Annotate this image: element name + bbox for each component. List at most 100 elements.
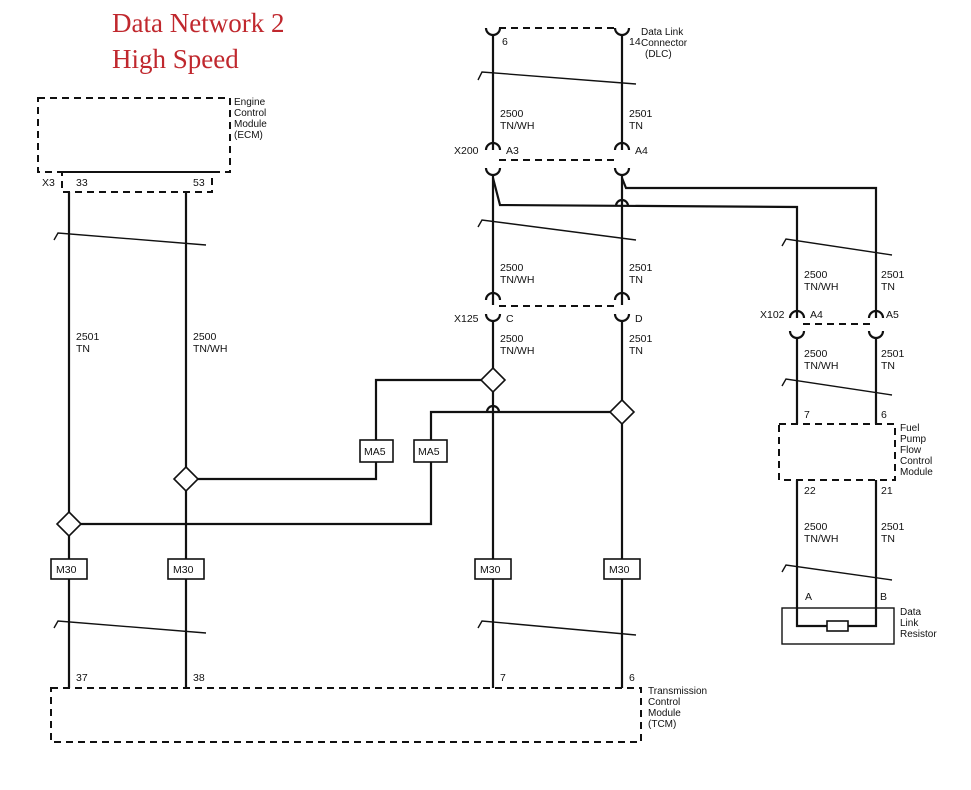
title-line-1: Data Network 2 xyxy=(112,8,284,38)
dlc-pin-6: 6 xyxy=(502,36,508,48)
m30-label-4: M30 xyxy=(609,564,630,576)
x200-pin-a4: A4 xyxy=(635,145,648,157)
m30-label-2: M30 xyxy=(173,564,194,576)
dlc-label-1: Data Link xyxy=(641,27,684,38)
resistor-symbol xyxy=(826,620,849,632)
fpfcm-label-3: Flow xyxy=(900,445,922,456)
x125-label: X125 xyxy=(454,313,479,325)
tcm-label-1: Transmission xyxy=(648,686,707,697)
rb2-wire-b-color: TN xyxy=(881,360,895,372)
rb2-wire-a-circuit: 2500 xyxy=(804,348,828,360)
ma5-label-left: MA5 xyxy=(364,446,386,458)
dlc-wire-b-circuit: 2501 xyxy=(629,108,653,120)
m30-labels: M30 M30 M30 M30 xyxy=(50,558,641,580)
resistor-label-2: Link xyxy=(900,618,919,629)
dlc-connector: 6 14 Data Link Connector (DLC) xyxy=(484,27,688,60)
dlc-label-3: (DLC) xyxy=(645,49,672,60)
fpfcm-label-2: Pump xyxy=(900,434,927,445)
ecm-pin-53: 53 xyxy=(193,177,205,189)
tcm-pin-38: 38 xyxy=(193,672,205,684)
tcm-pin-37: 37 xyxy=(76,672,88,684)
x102-pin-a4: A4 xyxy=(810,309,823,321)
mid-wire-b-color: TN xyxy=(629,274,643,286)
splice-points xyxy=(55,366,636,538)
ecm-wires: 2501 TN 2500 TN/WH xyxy=(53,192,227,688)
ecm-label-3: Module xyxy=(234,119,267,130)
resistor-pin-b: B xyxy=(880,591,887,603)
ma5-labels: MA5 MA5 xyxy=(359,439,448,463)
x125-connector: X125 C D xyxy=(454,291,643,325)
rb-wire-a-circuit: 2500 xyxy=(804,269,828,281)
ecm-label-4: (ECM) xyxy=(234,130,263,141)
right-branch-upper: 2500 TN/WH 2501 TN xyxy=(781,238,905,293)
splice-2500-x125 xyxy=(479,366,507,394)
rb3-wire-a-color: TN/WH xyxy=(804,533,838,545)
dlc-wire-a-color: TN/WH xyxy=(500,120,534,132)
splice-2501-ecm xyxy=(55,510,83,538)
fpfcm-pin-21: 21 xyxy=(881,485,893,497)
fpfcm-label-5: Module xyxy=(900,467,933,478)
splice-2500-ecm xyxy=(172,465,200,493)
x125-wire-b-color: TN xyxy=(629,345,643,357)
x102-connector: X102 A4 A5 xyxy=(760,309,899,340)
tcm-module: 37 38 7 6 Transmission Control Module (T… xyxy=(50,672,707,743)
rb-wire-a-color: TN/WH xyxy=(804,281,838,293)
x125-wire-a-circuit: 2500 xyxy=(500,333,524,345)
ecm-connector-label: X3 xyxy=(42,177,55,189)
x125-wire-b-circuit: 2501 xyxy=(629,333,653,345)
splice-2501-x125 xyxy=(608,398,636,426)
ecm-pin-33: 33 xyxy=(76,177,88,189)
m30-label-1: M30 xyxy=(56,564,77,576)
mid-wires: 2500 TN/WH 2501 TN xyxy=(477,175,878,318)
x200-pin-a3: A3 xyxy=(506,145,519,157)
ecm-wire-a-circuit: 2501 xyxy=(76,331,100,343)
rb-wire-b-color: TN xyxy=(881,281,895,293)
x200-label: X200 xyxy=(454,145,479,157)
resistor-label-1: Data xyxy=(900,607,922,618)
tcm-label-4: (TCM) xyxy=(648,719,676,730)
data-link-resistor: Data Link Resistor xyxy=(781,607,937,645)
tcm-pin-7: 7 xyxy=(500,672,506,684)
x102-label: X102 xyxy=(760,309,785,321)
tcm-label-3: Module xyxy=(648,708,681,719)
right-branch-mid: 2500 TN/WH 2501 TN 7 6 xyxy=(781,338,905,424)
dlc-pin-14: 14 xyxy=(629,36,641,48)
x200-connector: X200 A3 A4 xyxy=(454,141,648,177)
splice-branches xyxy=(81,378,610,526)
fpfcm-pin-7: 7 xyxy=(804,409,810,421)
tcm-pin-6: 6 xyxy=(629,672,635,684)
ecm-label-2: Control xyxy=(234,108,266,119)
fpfcm-pin-6: 6 xyxy=(881,409,887,421)
fpfcm-pin-22: 22 xyxy=(804,485,816,497)
ecm-module: Engine Control Module (ECM) X3 33 53 xyxy=(37,97,267,193)
fpfcm-module: Fuel Pump Flow Control Module 22 21 xyxy=(778,423,933,497)
dlc-label-2: Connector xyxy=(641,38,688,49)
ecm-wire-b-circuit: 2500 xyxy=(193,331,217,343)
rb3-wire-a-circuit: 2500 xyxy=(804,521,828,533)
title-line-2: High Speed xyxy=(112,44,239,74)
x125-pin-c: C xyxy=(506,313,514,325)
rb3-wire-b-circuit: 2501 xyxy=(881,521,905,533)
tcm-label-2: Control xyxy=(648,697,680,708)
x125-wire-a-color: TN/WH xyxy=(500,345,534,357)
ecm-wire-b-color: TN/WH xyxy=(193,343,227,355)
dlc-wires: 2500 TN/WH 2501 TN xyxy=(477,35,653,150)
ecm-wire-a-color: TN xyxy=(76,343,90,355)
x102-pin-a5: A5 xyxy=(886,309,899,321)
right-branch-lower: 2500 TN/WH 2501 TN A B xyxy=(781,480,905,608)
rb2-wire-a-color: TN/WH xyxy=(804,360,838,372)
fpfcm-label-1: Fuel xyxy=(900,423,919,434)
rb2-wire-b-circuit: 2501 xyxy=(881,348,905,360)
ecm-label-1: Engine xyxy=(234,97,266,108)
resistor-pin-a: A xyxy=(805,591,812,603)
rb-wire-b-circuit: 2501 xyxy=(881,269,905,281)
ma5-label-right: MA5 xyxy=(418,446,440,458)
dlc-wire-b-color: TN xyxy=(629,120,643,132)
mid-wire-a-circuit: 2500 xyxy=(500,262,524,274)
fpfcm-label-4: Control xyxy=(900,456,932,467)
mid-wire-a-color: TN/WH xyxy=(500,274,534,286)
m30-label-3: M30 xyxy=(480,564,501,576)
rb3-wire-b-color: TN xyxy=(881,533,895,545)
